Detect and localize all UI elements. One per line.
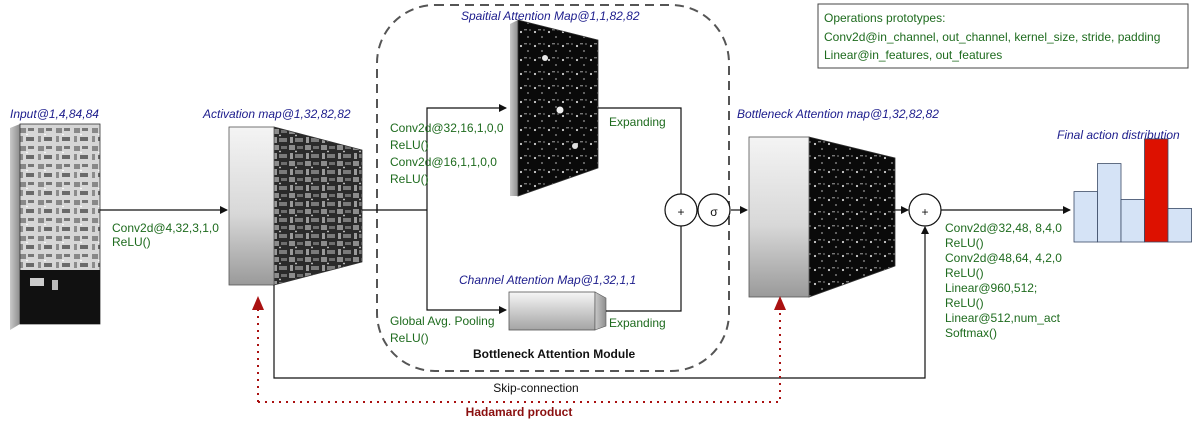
- final-action-title: Final action distribution: [1057, 128, 1180, 142]
- head-op-1: ReLU(): [945, 236, 984, 250]
- head-op-6: Linear@512,num_act: [945, 311, 1061, 325]
- plus-node-skip-symbol: +: [921, 205, 928, 219]
- skip-connection-label: Skip-connection: [493, 381, 578, 395]
- channel-attention-map: [508, 291, 607, 331]
- head-ops: Conv2d@32,48, 8,4,0 ReLU() Conv2d@48,64,…: [945, 221, 1062, 340]
- first-conv-ops: Conv2d@4,32,3,1,0 ReLU(): [112, 221, 219, 249]
- bam-module-boundary: [376, 4, 730, 372]
- bottleneck-map-cube: [748, 136, 896, 298]
- plus-node-bam-symbol: +: [677, 205, 684, 219]
- hadamard-product-path: [257, 306, 781, 403]
- activation-map-title: Activation map@1,32,82,82: [202, 107, 351, 121]
- hadamard-product-label: Hadamard product: [466, 405, 573, 419]
- action-distribution-bars: [1073, 138, 1192, 243]
- plus-node-skip: +: [908, 193, 942, 227]
- spatial-op-0: Conv2d@32,16,1,0,0: [390, 121, 504, 135]
- spatial-op-3: ReLU(): [390, 172, 429, 186]
- head-op-4: Linear@960,512;: [945, 281, 1037, 295]
- input-frame: [10, 123, 101, 330]
- input-title: Input@1,4,84,84: [10, 107, 99, 121]
- ops-legend-title: Operations prototypes:: [824, 11, 945, 25]
- first-conv-op-0: Conv2d@4,32,3,1,0: [112, 221, 219, 235]
- spatial-attention-map: [510, 19, 599, 197]
- connectors: [100, 104, 1071, 379]
- selected-action-bar: [1144, 138, 1169, 243]
- ops-legend-conv: Conv2d@in_channel, out_channel, kernel_s…: [824, 30, 1160, 44]
- channel-op-1: ReLU(): [390, 331, 429, 345]
- spatial-op-2: Conv2d@16,1,1,0,0: [390, 155, 497, 169]
- spatial-map-title: Spaitial Attention Map@1,1,82,82: [461, 9, 640, 23]
- bam-module-label: Bottleneck Attention Module: [473, 347, 636, 361]
- head-op-0: Conv2d@32,48, 8,4,0: [945, 221, 1062, 235]
- spatial-branch-ops: Conv2d@32,16,1,0,0 ReLU() Conv2d@16,1,1,…: [390, 121, 504, 186]
- channel-expanding-label: Expanding: [609, 316, 666, 330]
- head-op-3: ReLU(): [945, 266, 984, 280]
- action-bar: [1120, 199, 1145, 243]
- spatial-expanding-label: Expanding: [609, 115, 666, 129]
- head-op-5: ReLU(): [945, 296, 984, 310]
- spatial-op-1: ReLU(): [390, 138, 429, 152]
- plus-node-bam: +: [664, 193, 698, 227]
- channel-op-0: Global Avg. Pooling: [390, 314, 495, 328]
- ops-legend-linear: Linear@in_features, out_features: [824, 48, 1002, 62]
- activation-map-cube: [228, 126, 363, 286]
- hadamard-arrow-right: [774, 296, 786, 310]
- hadamard-arrow-left: [252, 296, 264, 310]
- ops-legend: Operations prototypes: Conv2d@in_channel…: [817, 3, 1189, 69]
- sigma-symbol: σ: [710, 205, 718, 219]
- sigma-node: σ: [697, 193, 731, 227]
- head-op-7: Softmax(): [945, 326, 997, 340]
- first-conv-op-1: ReLU(): [112, 235, 151, 249]
- action-bar: [1097, 163, 1122, 243]
- bottleneck-map-title: Bottleneck Attention map@1,32,82,82: [737, 107, 939, 121]
- action-bar: [1073, 191, 1098, 243]
- channel-branch-ops: Global Avg. Pooling ReLU(): [390, 314, 495, 345]
- channel-map-title: Channel Attention Map@1,32,1,1: [459, 273, 636, 287]
- head-op-2: Conv2d@48,64, 4,2,0: [945, 251, 1062, 265]
- action-bar: [1167, 207, 1192, 243]
